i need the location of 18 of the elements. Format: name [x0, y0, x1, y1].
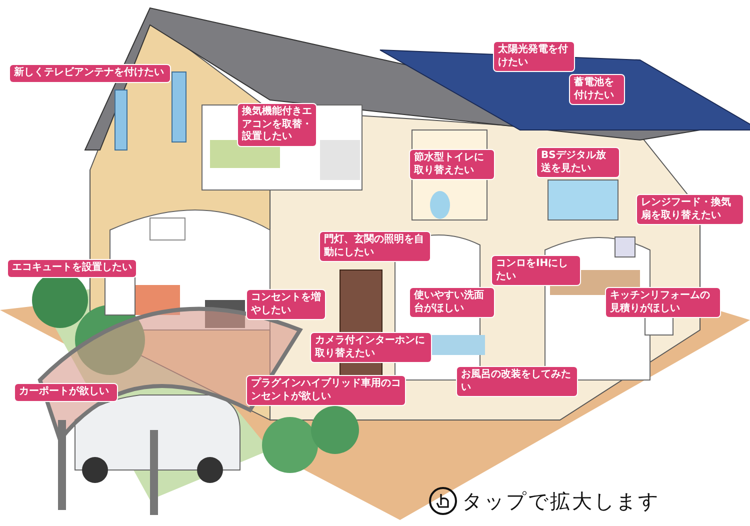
- callout-label: 使いやすい洗面台がほしい: [410, 288, 494, 317]
- callout-label: カーポートが欲しい: [15, 384, 117, 400]
- callout-label: レンジフード・換気扇を取り替えたい: [637, 195, 743, 224]
- callout-label: カメラ付インターホンに取り替えたい: [311, 333, 431, 362]
- callout-label: BSデジタル放送を見たい: [537, 148, 619, 177]
- callout-label: 節水型トイレに取り替えたい: [410, 150, 494, 179]
- callout-label: コンロをIHにしたい: [492, 256, 580, 285]
- callout-label: エコキュートを設置したい: [8, 260, 136, 276]
- callout-label: キッチンリフォームの見積りがほしい: [606, 288, 720, 317]
- callout-label: 換気機能付きエアコンを取替・設置したい: [238, 104, 316, 146]
- hint-text: タップで拡大します: [462, 488, 660, 515]
- callout-label: 蓄電池を付けたい: [570, 75, 624, 104]
- callout-label: 太陽光発電を付けたい: [494, 42, 574, 71]
- callout-label: コンセントを増やしたい: [247, 290, 325, 319]
- callout-label: お風呂の改装をしてみたい: [457, 367, 577, 396]
- callout-label: 新しくテレビアンテナを付けたい: [10, 65, 170, 82]
- callout-label: 門灯、玄関の照明を自動にしたい: [320, 232, 430, 261]
- callout-label: プラグインハイブリッド車用のコンセントが欲しい: [247, 376, 405, 405]
